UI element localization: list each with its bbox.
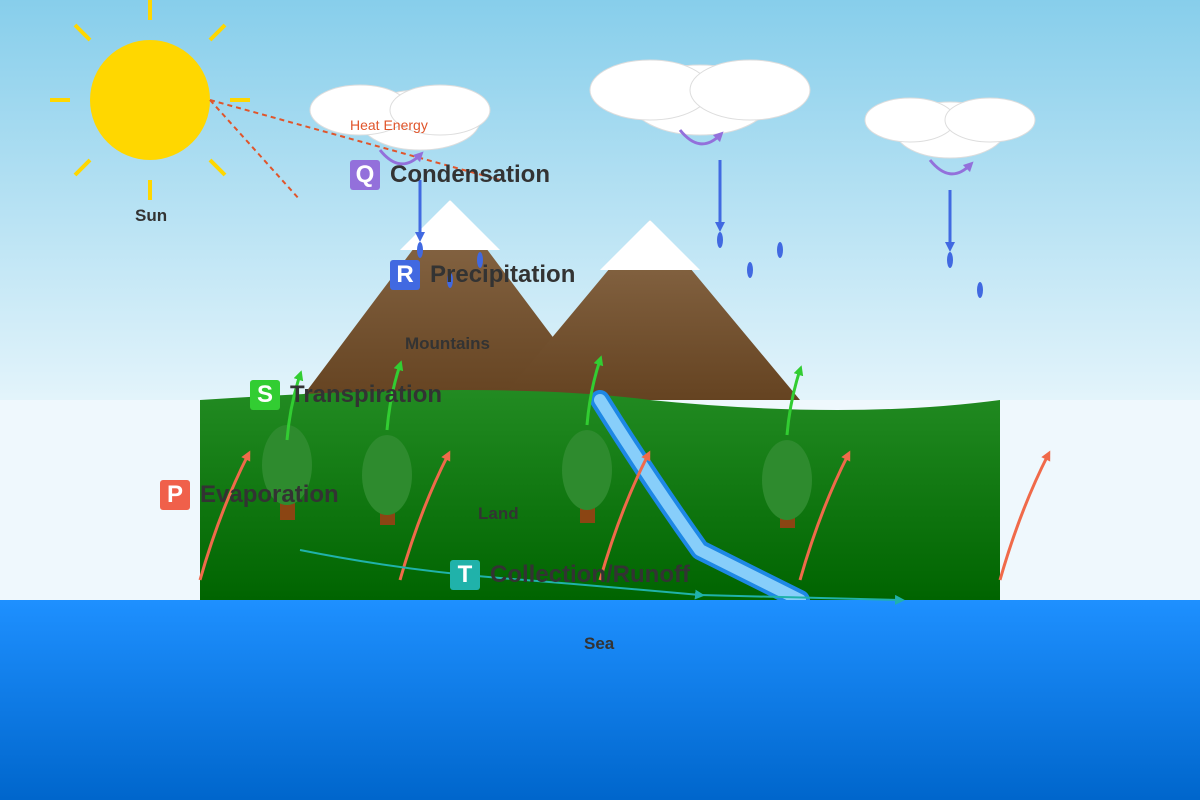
step-badge-p: P <box>160 480 190 510</box>
condensation-arrows <box>378 129 974 176</box>
cloud <box>309 84 491 151</box>
step-evaporation: P Evaporation <box>160 480 339 510</box>
step-label-collection-runoff: Collection/Runoff <box>490 561 690 588</box>
sea <box>0 600 1200 800</box>
cloud <box>864 97 1036 159</box>
tree <box>762 440 812 528</box>
mountains <box>300 200 800 400</box>
clouds <box>309 59 1036 159</box>
river <box>590 390 810 610</box>
step-label-evaporation: Evaporation <box>200 481 339 508</box>
raindrops <box>417 232 983 298</box>
heat-energy-lines <box>209 99 501 201</box>
tree <box>362 435 412 525</box>
step-label-transpiration: Transpiration <box>290 381 443 408</box>
precipitation-arrows <box>415 160 955 252</box>
step-badge-s: S <box>250 380 280 410</box>
cloud <box>589 59 811 136</box>
trees <box>262 425 812 528</box>
step-precipitation: R Precipitation <box>390 260 575 290</box>
sun-label: Sun <box>135 206 168 225</box>
step-collection-runoff: T Collection/Runoff <box>450 560 690 590</box>
mountains-label: Mountains <box>405 334 490 353</box>
evaporation-arrows <box>198 450 1051 581</box>
transpiration-arrows <box>285 355 804 441</box>
heat-energy-label: Heat Energy <box>350 117 428 133</box>
runoff-arrows <box>299 549 905 605</box>
step-badge-t: T <box>450 560 480 590</box>
tree <box>562 430 612 523</box>
step-condensation: Q Condensation <box>350 160 550 190</box>
land-label: Land <box>478 504 519 523</box>
sun <box>50 0 250 200</box>
sea-label: Sea <box>584 634 615 653</box>
step-label-precipitation: Precipitation <box>430 261 576 288</box>
step-transpiration: S Transpiration <box>250 380 442 410</box>
step-label-condensation: Condensation <box>390 161 550 188</box>
step-badge-r: R <box>390 260 420 290</box>
step-badge-q: Q <box>350 160 380 190</box>
tree <box>262 425 312 520</box>
